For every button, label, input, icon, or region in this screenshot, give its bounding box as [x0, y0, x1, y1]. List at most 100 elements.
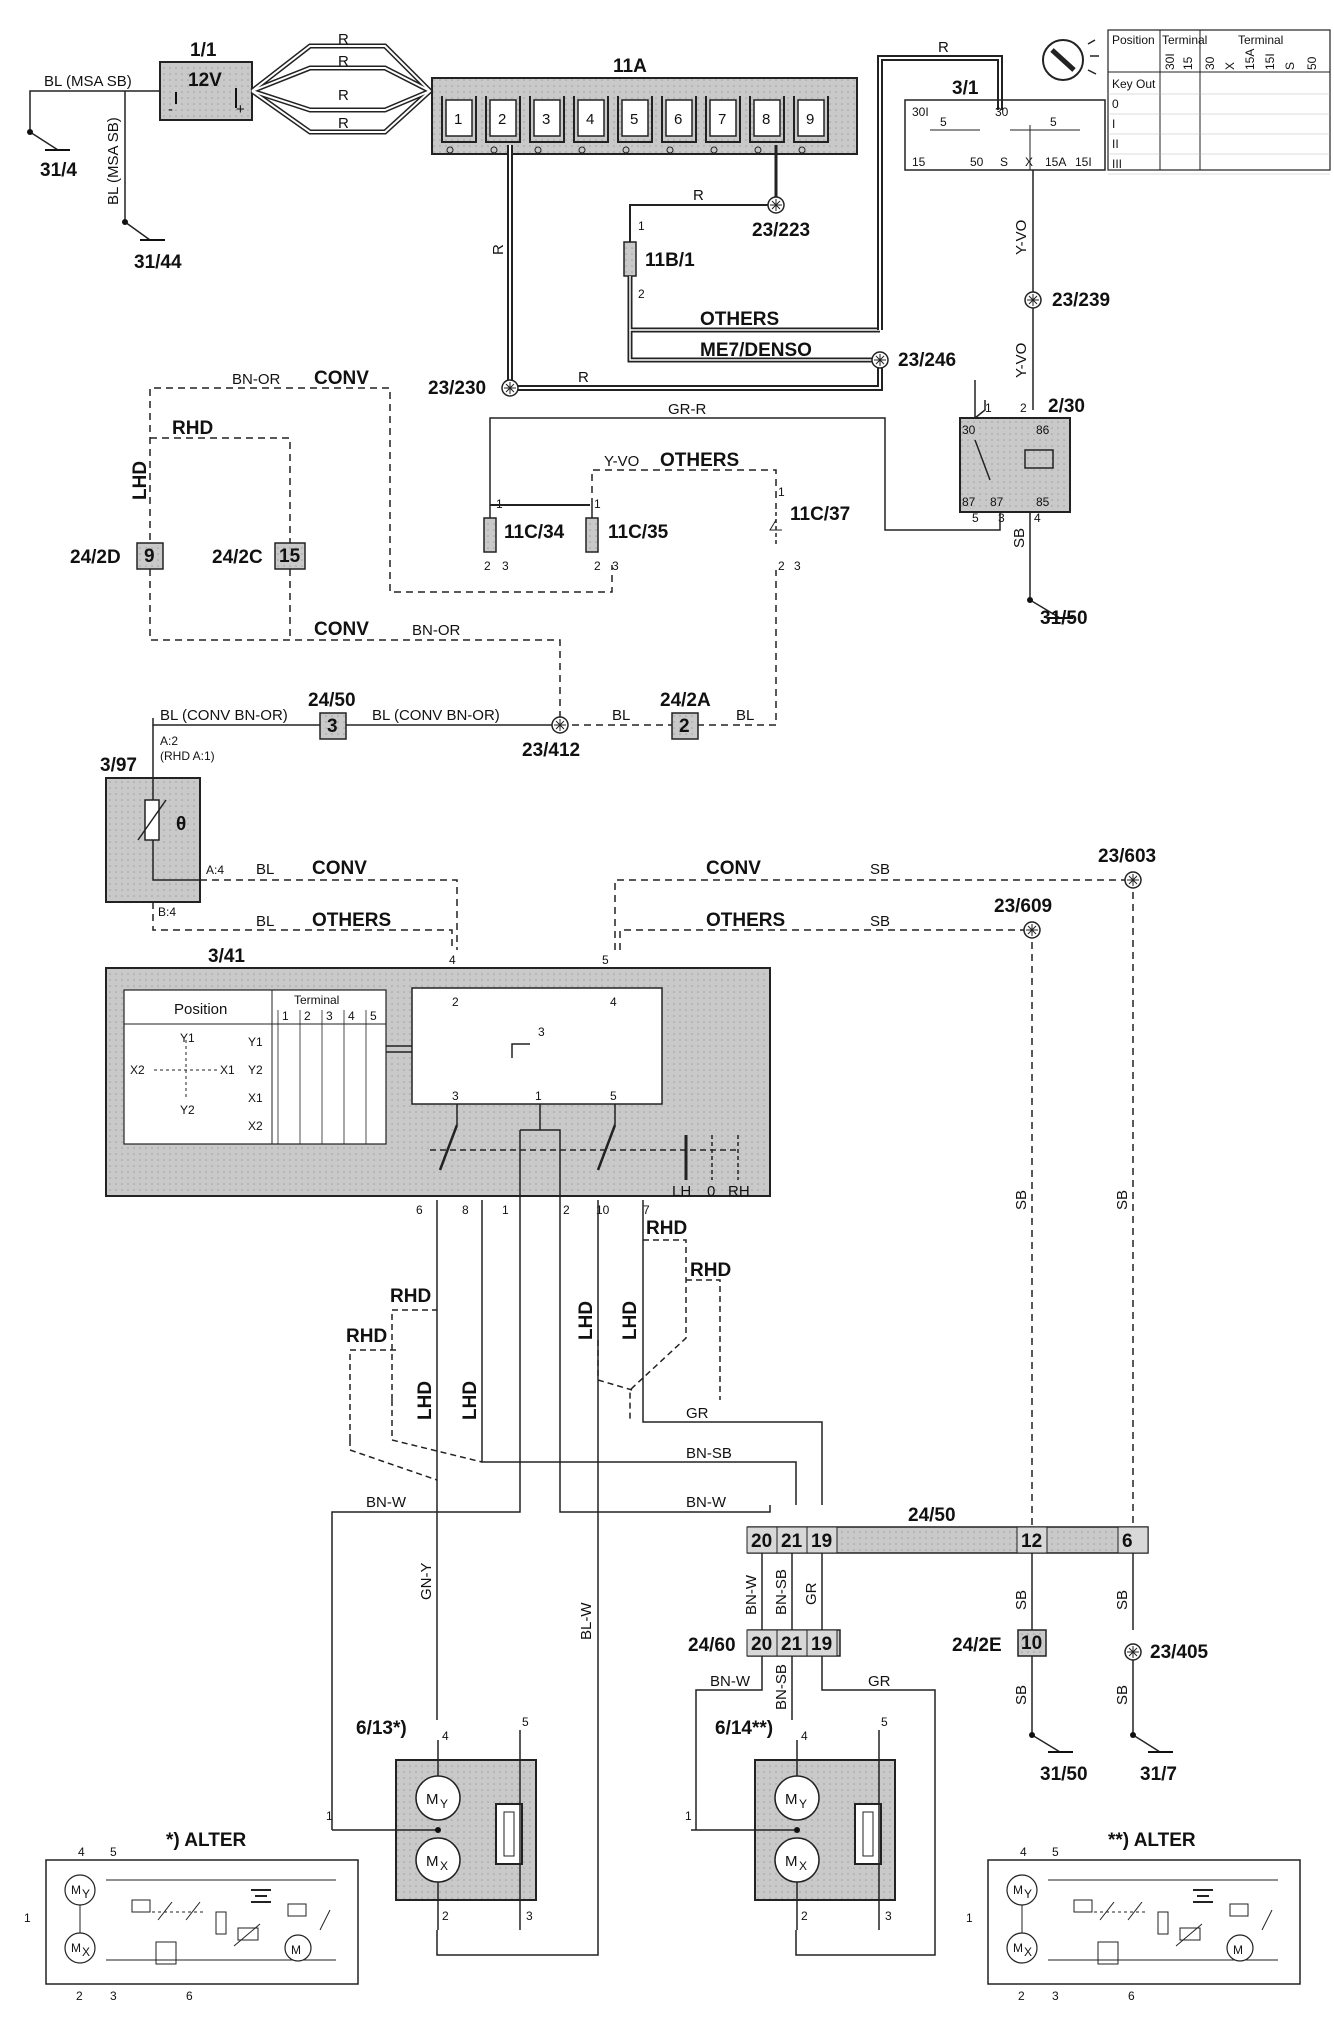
svg-text:3/41: 3/41 — [208, 946, 245, 967]
svg-text:5: 5 — [940, 115, 947, 129]
svg-text:1: 1 — [326, 1809, 333, 1823]
splice-23-230: 23/230 — [428, 378, 519, 399]
svg-text:2: 2 — [484, 559, 491, 573]
svg-text:1: 1 — [535, 1089, 542, 1103]
svg-text:R: R — [338, 115, 349, 132]
ground-31-4: 31/4 — [40, 149, 77, 181]
ground-31-50-top: 31/50 — [1040, 608, 1088, 629]
svg-text:X: X — [799, 1859, 807, 1873]
svg-text:X: X — [1024, 1945, 1032, 1959]
svg-text:11C/35: 11C/35 — [608, 522, 669, 543]
svg-text:BL-W: BL-W — [578, 1602, 595, 1640]
svg-text:24/2D: 24/2D — [70, 547, 121, 568]
fuse-11b1: 1 2 11B/1 — [623, 219, 695, 301]
svg-text:4: 4 — [78, 1845, 85, 1859]
svg-text:86: 86 — [1036, 423, 1050, 437]
variant-others-2: OTHERS — [660, 450, 739, 471]
variant-others-1: OTHERS — [700, 309, 779, 330]
svg-text:R: R — [490, 244, 507, 255]
svg-text:2: 2 — [442, 1909, 449, 1923]
fuse-label: 7 — [718, 111, 726, 128]
svg-text:S: S — [1000, 155, 1008, 169]
svg-text:6: 6 — [416, 1203, 423, 1217]
svg-text:6/14**): 6/14**) — [715, 1718, 773, 1739]
svg-text:GR: GR — [803, 1582, 820, 1605]
bar-pin: 19 — [811, 1531, 832, 1552]
variant-others-4: OTHERS — [706, 910, 785, 931]
svg-text:3: 3 — [612, 559, 619, 573]
svg-text:3: 3 — [794, 559, 801, 573]
fuse-label: 9 — [806, 111, 814, 128]
variant-others-3: OTHERS — [312, 910, 391, 931]
svg-text:R: R — [578, 369, 589, 386]
variant-conv-1: CONV — [314, 368, 369, 389]
svg-text:1: 1 — [502, 1203, 509, 1217]
svg-text:0: 0 — [1112, 97, 1119, 111]
svg-text:θ: θ — [176, 814, 186, 835]
svg-text:M: M — [1013, 1883, 1023, 1897]
svg-text:23/603: 23/603 — [1098, 846, 1156, 867]
svg-text:5: 5 — [1050, 115, 1057, 129]
svg-text:SB: SB — [1114, 1190, 1131, 1210]
svg-text:11B/1: 11B/1 — [645, 250, 695, 271]
svg-text:SB: SB — [1114, 1590, 1131, 1610]
fuse-5: 5 — [617, 96, 653, 154]
variant-rhd-3: RHD — [690, 1260, 731, 1281]
fuse-label: 4 — [586, 111, 594, 128]
svg-text:*) ALTER: *) ALTER — [166, 1830, 246, 1851]
fuse-9: 9 — [793, 96, 829, 154]
svg-text:X: X — [1025, 155, 1033, 169]
svg-text:2: 2 — [778, 559, 785, 573]
svg-text:30: 30 — [995, 105, 1009, 119]
svg-text:5: 5 — [1052, 1845, 1059, 1859]
svg-text:24/2A: 24/2A — [660, 690, 711, 711]
variant-lhd-3: LHD — [620, 1301, 641, 1340]
variant-lhd-5: LHD — [460, 1381, 481, 1420]
svg-text:Y-VO: Y-VO — [1013, 343, 1030, 378]
svg-text:11A: 11A — [613, 56, 647, 77]
svg-text:3: 3 — [526, 1909, 533, 1923]
bar-pin: 20 — [751, 1634, 772, 1655]
svg-text:11C/34: 11C/34 — [504, 522, 565, 543]
svg-text:31/4: 31/4 — [40, 160, 77, 181]
connector-24-2c: 15 24/2C — [212, 542, 306, 570]
svg-text:15: 15 — [912, 155, 926, 169]
svg-text:87: 87 — [962, 495, 976, 509]
bar-pin: 12 — [1021, 1531, 1042, 1552]
battery-id: 1/1 — [190, 40, 217, 61]
svg-text:31/50: 31/50 — [1040, 1764, 1088, 1785]
svg-text:M: M — [785, 1853, 798, 1870]
fuse-label: 5 — [630, 111, 638, 128]
svg-text:24/50: 24/50 — [308, 690, 356, 711]
svg-text:Position: Position — [174, 1001, 227, 1018]
svg-text:S: S — [1283, 62, 1297, 70]
variant-me7: ME7/DENSO — [700, 340, 812, 361]
svg-text:Terminal: Terminal — [1238, 33, 1283, 47]
svg-text:4: 4 — [1020, 1845, 1027, 1859]
svg-text:2: 2 — [304, 1009, 311, 1023]
svg-text:X: X — [440, 1859, 448, 1873]
svg-text:M: M — [1233, 1943, 1243, 1957]
svg-text:15I: 15I — [1075, 155, 1092, 169]
sensor-3-97: 3/97 θ A:4 B:4 — [100, 755, 224, 919]
connector-24-2a: 2 24/2A — [660, 690, 711, 740]
svg-text:3/1: 3/1 — [952, 78, 979, 99]
svg-text:3: 3 — [538, 1025, 545, 1039]
svg-text:M: M — [785, 1791, 798, 1808]
connector-24-50-pin3: 3 24/50 — [308, 690, 356, 740]
svg-text:RH: RH — [728, 1183, 750, 1200]
svg-text:R: R — [338, 53, 349, 70]
svg-text:Y: Y — [1024, 1887, 1032, 1901]
connector-24-2e: 10 24/2E — [952, 1629, 1047, 1657]
fuse-3: 3 — [529, 96, 565, 154]
svg-text:BL: BL — [256, 861, 274, 878]
mirror-switch-3-41: 3/41 3 4 5 2 4 3 1 5 LH 0 RH PositionTer… — [105, 946, 771, 1200]
svg-text:2: 2 — [76, 1989, 83, 2003]
svg-text:24/60: 24/60 — [688, 1635, 736, 1656]
svg-text:M: M — [426, 1791, 439, 1808]
svg-text:30I: 30I — [1163, 53, 1177, 70]
svg-text:3: 3 — [326, 1009, 333, 1023]
